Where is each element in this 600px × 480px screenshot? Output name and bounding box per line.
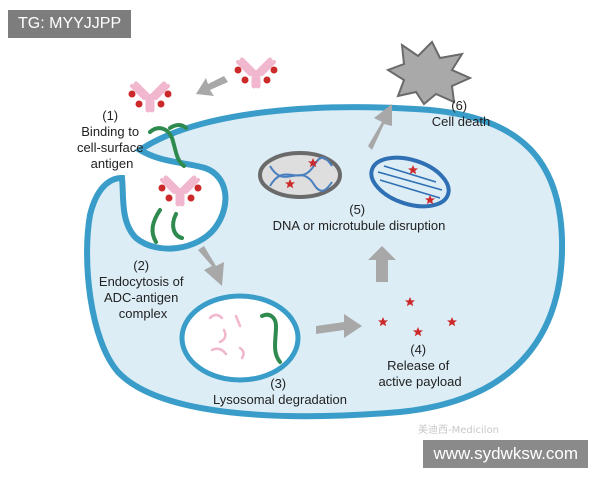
step-4-label: (4) Release of active payload	[378, 342, 461, 389]
arrow-death	[368, 104, 392, 150]
step-3-label: (3) Lysosomal degradation	[213, 376, 347, 407]
bound-adc-icon	[129, 84, 172, 110]
arrow-endocytosis	[198, 246, 224, 286]
watermark-small: 美迪西-Medicilon	[418, 425, 500, 436]
arrow-bind	[196, 76, 228, 96]
internalized-adc-icon	[159, 178, 202, 204]
lysosome	[179, 293, 301, 383]
internalized-antigen-icon	[150, 208, 184, 244]
dead-cell-icon	[385, 40, 473, 106]
step-5-label: (5) DNA or microtubule disruption	[273, 202, 446, 233]
step-2-label: (2) Endocytosis of ADC-antigen complex	[99, 258, 187, 321]
antigen-icon	[148, 126, 186, 168]
degraded-antigen-icon	[260, 312, 282, 364]
arrow-to-release	[316, 314, 362, 338]
degraded-fragments-icon	[208, 313, 245, 360]
cell-membrane	[84, 104, 566, 420]
free-adc-icon	[235, 60, 278, 86]
arrow-to-target	[368, 246, 396, 282]
watermark-tag: TG: MYYJJPP	[8, 10, 132, 38]
flow-arrows	[196, 76, 396, 338]
watermark-url: www.sydwksw.com	[423, 440, 588, 468]
step-6-label: (6) Cell death	[432, 98, 491, 129]
step-1-label: (1) Binding to cell-surface antigen	[77, 108, 147, 171]
